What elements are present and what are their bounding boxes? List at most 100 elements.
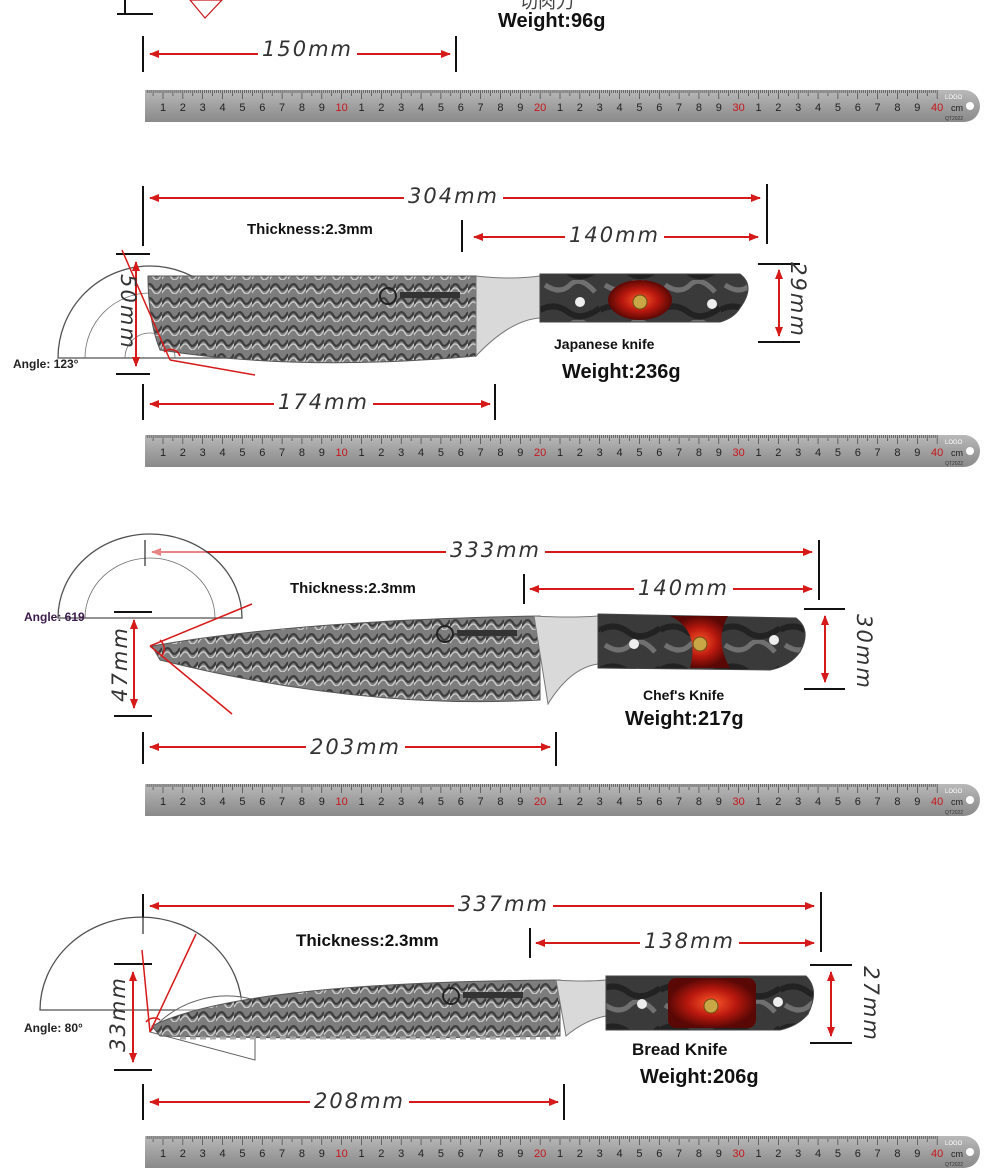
ruler-number: 8 [299, 102, 305, 114]
ruler-number: 2 [577, 447, 583, 459]
ruler-number: 1 [557, 102, 563, 114]
ruler-number: 4 [616, 447, 622, 459]
ruler-number: 1 [358, 796, 364, 808]
ruler-number: 1 [160, 102, 166, 114]
ruler-hole [966, 1148, 974, 1156]
ruler-number: 4 [219, 447, 225, 459]
ruler-number: 7 [875, 102, 881, 114]
ruler-number: 7 [875, 447, 881, 459]
ruler-number: 2 [378, 447, 384, 459]
ruler-number: 9 [914, 796, 920, 808]
ruler-number: 3 [398, 447, 404, 459]
ruler-brand: LOGO [945, 1141, 963, 1147]
weight-label-1: Weight:236g [562, 361, 681, 383]
dim-blade-length-2: 203mm [306, 735, 405, 759]
ruler-number: 2 [577, 796, 583, 808]
ruler-number: 9 [319, 796, 325, 808]
ruler-brand: LOGO [945, 440, 963, 446]
ruler-number: 2 [378, 796, 384, 808]
ruler-number: 6 [458, 102, 464, 114]
ruler-number: 4 [418, 447, 424, 459]
dim-total-length-1: 304mm [404, 184, 503, 208]
ruler-number: 3 [398, 796, 404, 808]
ruler-number: 9 [517, 102, 523, 114]
ruler-number: 5 [636, 102, 642, 114]
ruler-number: 9 [517, 796, 523, 808]
ruler-number: 3 [795, 796, 801, 808]
ruler-number: 40 [931, 447, 943, 459]
ruler-number: 30 [733, 447, 745, 459]
ruler-brand: LOGO [945, 789, 963, 795]
ruler-number: 4 [815, 447, 821, 459]
ruler-number: 5 [835, 796, 841, 808]
ruler-number: 2 [180, 796, 186, 808]
ruler-number: 8 [497, 796, 503, 808]
ruler-number: 7 [279, 447, 285, 459]
ruler-number: 9 [517, 447, 523, 459]
ruler-number: 6 [259, 796, 265, 808]
ruler-number: 7 [676, 796, 682, 808]
ruler-number: 9 [914, 1148, 920, 1160]
ruler-number: 1 [358, 447, 364, 459]
ruler-number: 7 [279, 796, 285, 808]
angle-label-1: Angle: 123° [13, 357, 79, 371]
ruler-number: 8 [299, 796, 305, 808]
ruler-number: 3 [200, 102, 206, 114]
ruler-number: 5 [636, 447, 642, 459]
ruler-number: 5 [438, 1148, 444, 1160]
ruler-number: 40 [931, 1148, 943, 1160]
ruler-number: 1 [755, 447, 761, 459]
ruler-number: 1 [358, 1148, 364, 1160]
dim-blade-length-1: 174mm [274, 390, 373, 414]
ruler-number: 1 [358, 102, 364, 114]
ruler-number: 8 [497, 102, 503, 114]
ruler-number: 4 [815, 1148, 821, 1160]
ruler-number: 40 [931, 796, 943, 808]
ruler-number: 3 [795, 102, 801, 114]
dim-blade-length-3: 208mm [310, 1089, 409, 1113]
ruler-number: 10 [336, 102, 348, 114]
ruler-number: 1 [160, 1148, 166, 1160]
ruler-number: 9 [716, 1148, 722, 1160]
ruler-number: 2 [378, 102, 384, 114]
ruler-number: 8 [696, 796, 702, 808]
weight-label-top: Weight:96g [498, 10, 606, 32]
ruler-number: 9 [716, 447, 722, 459]
ruler-number: 7 [676, 102, 682, 114]
ruler-number: 5 [636, 796, 642, 808]
ruler-number: 6 [656, 1148, 662, 1160]
ruler-number: 6 [656, 447, 662, 459]
dim-total-length-3: 337mm [454, 892, 553, 916]
ruler-number: 7 [279, 1148, 285, 1160]
ruler-number: 7 [478, 1148, 484, 1160]
ruler-number: 40 [931, 102, 943, 114]
weight-label-3: Weight:206g [640, 1066, 759, 1088]
ruler-number: 9 [517, 1148, 523, 1160]
ruler-number: 1 [755, 102, 761, 114]
ruler-number: 10 [336, 1148, 348, 1160]
ruler-number: 7 [478, 102, 484, 114]
ruler-number: 6 [855, 102, 861, 114]
ruler-number: 7 [676, 1148, 682, 1160]
ruler-number: 2 [180, 1148, 186, 1160]
ruler-number: 8 [299, 1148, 305, 1160]
ruler-number: 1 [755, 1148, 761, 1160]
ruler-number: 9 [319, 447, 325, 459]
ruler-number: 5 [239, 796, 245, 808]
ruler-number: 6 [458, 1148, 464, 1160]
ruler-number: 9 [914, 102, 920, 114]
ruler-number: 4 [815, 102, 821, 114]
ruler-code: QT2022 [945, 116, 963, 122]
ruler-number: 10 [336, 447, 348, 459]
dim-handle-length-2: 140mm [634, 576, 733, 600]
ruler-number: 5 [438, 447, 444, 459]
ruler-number: 8 [894, 102, 900, 114]
ruler-number: 5 [239, 102, 245, 114]
ruler-number: 5 [438, 102, 444, 114]
ruler-number: 4 [418, 1148, 424, 1160]
knife-name-3: Bread Knife [632, 1040, 728, 1059]
ruler-number: 2 [775, 796, 781, 808]
chinese-knife-name: 切肉刀 [520, 0, 574, 12]
ruler-number: 8 [299, 447, 305, 459]
